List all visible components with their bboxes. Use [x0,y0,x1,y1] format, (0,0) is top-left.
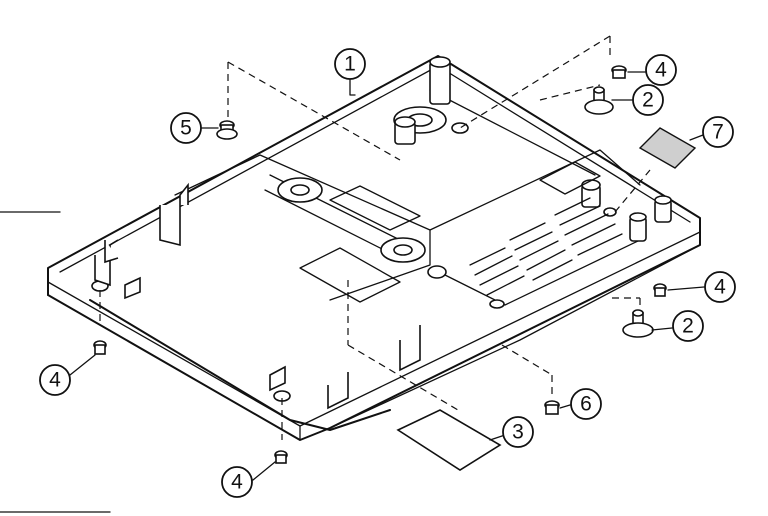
cabinet-bosses [91,56,672,402]
callout-4-bottom-label: 4 [231,471,243,494]
callout-3-label: 3 [512,421,524,444]
screw-part-4-right [653,283,667,297]
callout-6-label: 6 [580,393,592,416]
foot-part-2-top [584,86,614,115]
screw-part-4-bottom [274,450,288,464]
callout-4-left-label: 4 [49,369,61,392]
callout-2-top-label: 2 [642,89,654,112]
callout-1-label: 1 [344,53,356,76]
callout-4-top-label: 4 [655,59,667,82]
callout-4-right: 4 [704,271,736,303]
assembly-lines [99,35,651,440]
callout-4-right-label: 4 [714,276,726,299]
leader-lines [0,71,705,513]
callout-6: 6 [570,388,602,420]
callout-2-top: 2 [632,84,664,116]
floor-labels [299,161,601,303]
callout-2-bottom: 2 [672,310,704,342]
callout-5: 5 [170,112,202,144]
vent-slots [469,197,623,296]
callout-4-bottom: 4 [221,466,253,498]
label-sheet-part-3 [396,409,502,471]
screw-part-6 [544,400,560,415]
foot-part-2-bottom [622,309,654,338]
cabinet-tabs [94,182,421,410]
screw-part-4-top [611,65,627,79]
callout-4-left: 4 [39,364,71,396]
callout-1: 1 [334,48,366,80]
screw-part-5 [216,120,238,140]
screw-part-4-left [93,340,107,355]
callout-5-label: 5 [180,117,192,140]
callout-4-top: 4 [645,54,677,86]
label-sheet-part-7 [638,127,697,169]
callout-7-label: 7 [712,121,724,144]
callout-3: 3 [502,416,534,448]
callout-7: 7 [702,116,734,148]
callout-2-bottom-label: 2 [682,315,694,338]
